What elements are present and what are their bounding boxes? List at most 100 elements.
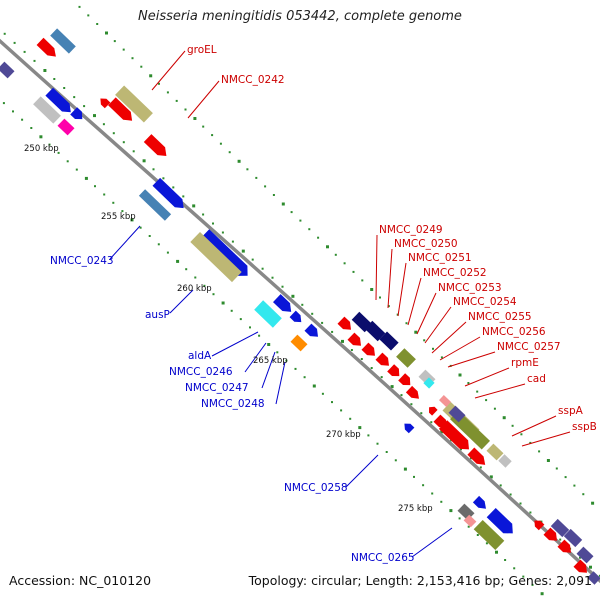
gene-arrow[interactable] bbox=[439, 395, 451, 407]
tick-label-255: 255 kbp bbox=[101, 212, 136, 222]
gene-label-nmcc-0255[interactable]: NMCC_0255 bbox=[468, 311, 532, 323]
gene-arrow[interactable] bbox=[379, 331, 399, 351]
gene-arrow[interactable] bbox=[472, 495, 486, 509]
gene-label-nmcc-0265[interactable]: NMCC_0265 bbox=[351, 552, 415, 564]
gene-arrow[interactable] bbox=[45, 87, 71, 113]
gene-arrow[interactable] bbox=[361, 342, 376, 356]
gene-arrow[interactable] bbox=[289, 310, 302, 323]
gene-label-nmcc-0252[interactable]: NMCC_0252 bbox=[423, 267, 487, 279]
gc-dot bbox=[131, 57, 134, 60]
gene-arrow[interactable] bbox=[387, 364, 400, 377]
gc-dot bbox=[440, 500, 443, 503]
gene-arrow[interactable] bbox=[467, 447, 486, 465]
gc-dot bbox=[326, 245, 329, 249]
gc-dot bbox=[231, 240, 234, 243]
gene-arrow[interactable] bbox=[550, 518, 570, 538]
gene-arrow[interactable] bbox=[396, 348, 416, 368]
gene-label-nmcc-0248[interactable]: NMCC_0248 bbox=[201, 398, 265, 410]
gene-label-rpmE[interactable]: rpmE bbox=[511, 357, 539, 369]
gc-dot bbox=[321, 392, 324, 395]
gc-dot bbox=[467, 382, 470, 384]
gc-dot bbox=[271, 276, 274, 279]
gene-label-cad[interactable]: cad bbox=[527, 373, 546, 385]
gene-arrow[interactable] bbox=[33, 96, 61, 124]
gene-arrow[interactable] bbox=[448, 405, 466, 423]
gene-arrow[interactable] bbox=[486, 508, 513, 534]
gene-arrow[interactable] bbox=[254, 300, 282, 328]
gene-arrow[interactable] bbox=[347, 332, 362, 346]
gc-dot bbox=[96, 23, 99, 25]
gene-label-nmcc-0246[interactable]: NMCC_0246 bbox=[169, 366, 233, 378]
label-leader-line bbox=[474, 383, 526, 399]
gene-label-nmcc-0247[interactable]: NMCC_0247 bbox=[185, 382, 249, 394]
gc-dot bbox=[185, 268, 188, 271]
gene-arrow[interactable] bbox=[375, 352, 390, 366]
gene-arrow[interactable] bbox=[138, 189, 172, 221]
gene-label-nmcc-0258[interactable]: NMCC_0258 bbox=[284, 482, 348, 494]
gc-dot bbox=[485, 399, 488, 402]
gene-arrow[interactable] bbox=[576, 546, 594, 564]
gene-arrow[interactable] bbox=[438, 420, 469, 450]
gene-arrow[interactable] bbox=[36, 37, 56, 57]
gc-dot bbox=[390, 385, 394, 389]
gene-label-nmcc-0256[interactable]: NMCC_0256 bbox=[482, 326, 546, 338]
gene-label-sspA[interactable]: sspA bbox=[558, 405, 584, 417]
gene-arrow[interactable] bbox=[337, 316, 352, 330]
gene-arrow[interactable] bbox=[398, 373, 411, 386]
gene-label-nmcc-0257[interactable]: NMCC_0257 bbox=[497, 341, 561, 353]
gc-dot bbox=[495, 550, 498, 554]
gene-arrow[interactable] bbox=[50, 28, 76, 54]
gene-arrow[interactable] bbox=[534, 520, 545, 531]
gc-dot bbox=[230, 309, 233, 312]
gc-dot bbox=[139, 226, 142, 229]
gene-arrow[interactable] bbox=[143, 134, 167, 156]
accession-text: Accession: NC_010120 bbox=[9, 573, 152, 588]
gene-arrow[interactable] bbox=[557, 539, 572, 553]
gc-dot bbox=[281, 202, 285, 206]
gene-label-ausP[interactable]: ausP bbox=[145, 309, 170, 321]
gene-arrow[interactable] bbox=[199, 229, 248, 276]
gc-dot bbox=[221, 231, 224, 234]
gc-dot bbox=[385, 451, 388, 453]
gene-label-nmcc-0243[interactable]: NMCC_0243 bbox=[50, 255, 114, 267]
gc-dot bbox=[33, 59, 36, 62]
gene-arrow[interactable] bbox=[404, 423, 415, 434]
gene-arrow[interactable] bbox=[573, 559, 588, 573]
gene-label-aldA[interactable]: aldA bbox=[188, 350, 212, 362]
gene-arrow[interactable] bbox=[0, 61, 15, 79]
gene-label-nmcc-0249[interactable]: NMCC_0249 bbox=[379, 224, 443, 236]
gene-label-nmcc-0250[interactable]: NMCC_0250 bbox=[394, 238, 458, 250]
gene-arrow[interactable] bbox=[290, 334, 308, 352]
gene-label-nmcc-0251[interactable]: NMCC_0251 bbox=[408, 252, 472, 264]
gene-arrow[interactable] bbox=[463, 514, 477, 528]
gene-label-nmcc-0253[interactable]: NMCC_0253 bbox=[438, 282, 502, 294]
gene-arrow[interactable] bbox=[429, 406, 438, 416]
gene-arrow[interactable] bbox=[543, 527, 558, 541]
gene-arrow[interactable] bbox=[108, 97, 133, 121]
gene-arrow[interactable] bbox=[486, 443, 504, 461]
gene-arrow[interactable] bbox=[473, 520, 505, 550]
gene-label-sspB[interactable]: sspB bbox=[572, 421, 597, 433]
gene-label-groEL[interactable]: groEL bbox=[187, 44, 217, 56]
gc-dot bbox=[400, 394, 403, 397]
gene-arrow[interactable] bbox=[152, 177, 184, 209]
gene-arrow[interactable] bbox=[100, 98, 111, 109]
gene-arrow[interactable] bbox=[563, 528, 583, 548]
gene-arrow[interactable] bbox=[587, 571, 600, 585]
gc-dot bbox=[367, 434, 370, 437]
gene-arrow[interactable] bbox=[304, 323, 319, 337]
gene-label-nmcc-0242[interactable]: NMCC_0242 bbox=[221, 74, 285, 86]
gene-arrow[interactable] bbox=[405, 385, 419, 399]
gene-arrow[interactable] bbox=[190, 232, 242, 283]
gene-arrow[interactable] bbox=[364, 320, 386, 342]
gene-arrow[interactable] bbox=[498, 454, 512, 468]
gc-dot bbox=[221, 301, 225, 305]
gene-label-nmcc-0254[interactable]: NMCC_0254 bbox=[453, 296, 517, 308]
gene-arrow[interactable] bbox=[423, 377, 435, 389]
gene-arrow[interactable] bbox=[273, 294, 292, 312]
gene-arrow[interactable] bbox=[70, 107, 83, 120]
gene-arrow[interactable] bbox=[115, 85, 153, 123]
gene-arrow[interactable] bbox=[57, 118, 75, 136]
gc-dot bbox=[410, 403, 413, 406]
